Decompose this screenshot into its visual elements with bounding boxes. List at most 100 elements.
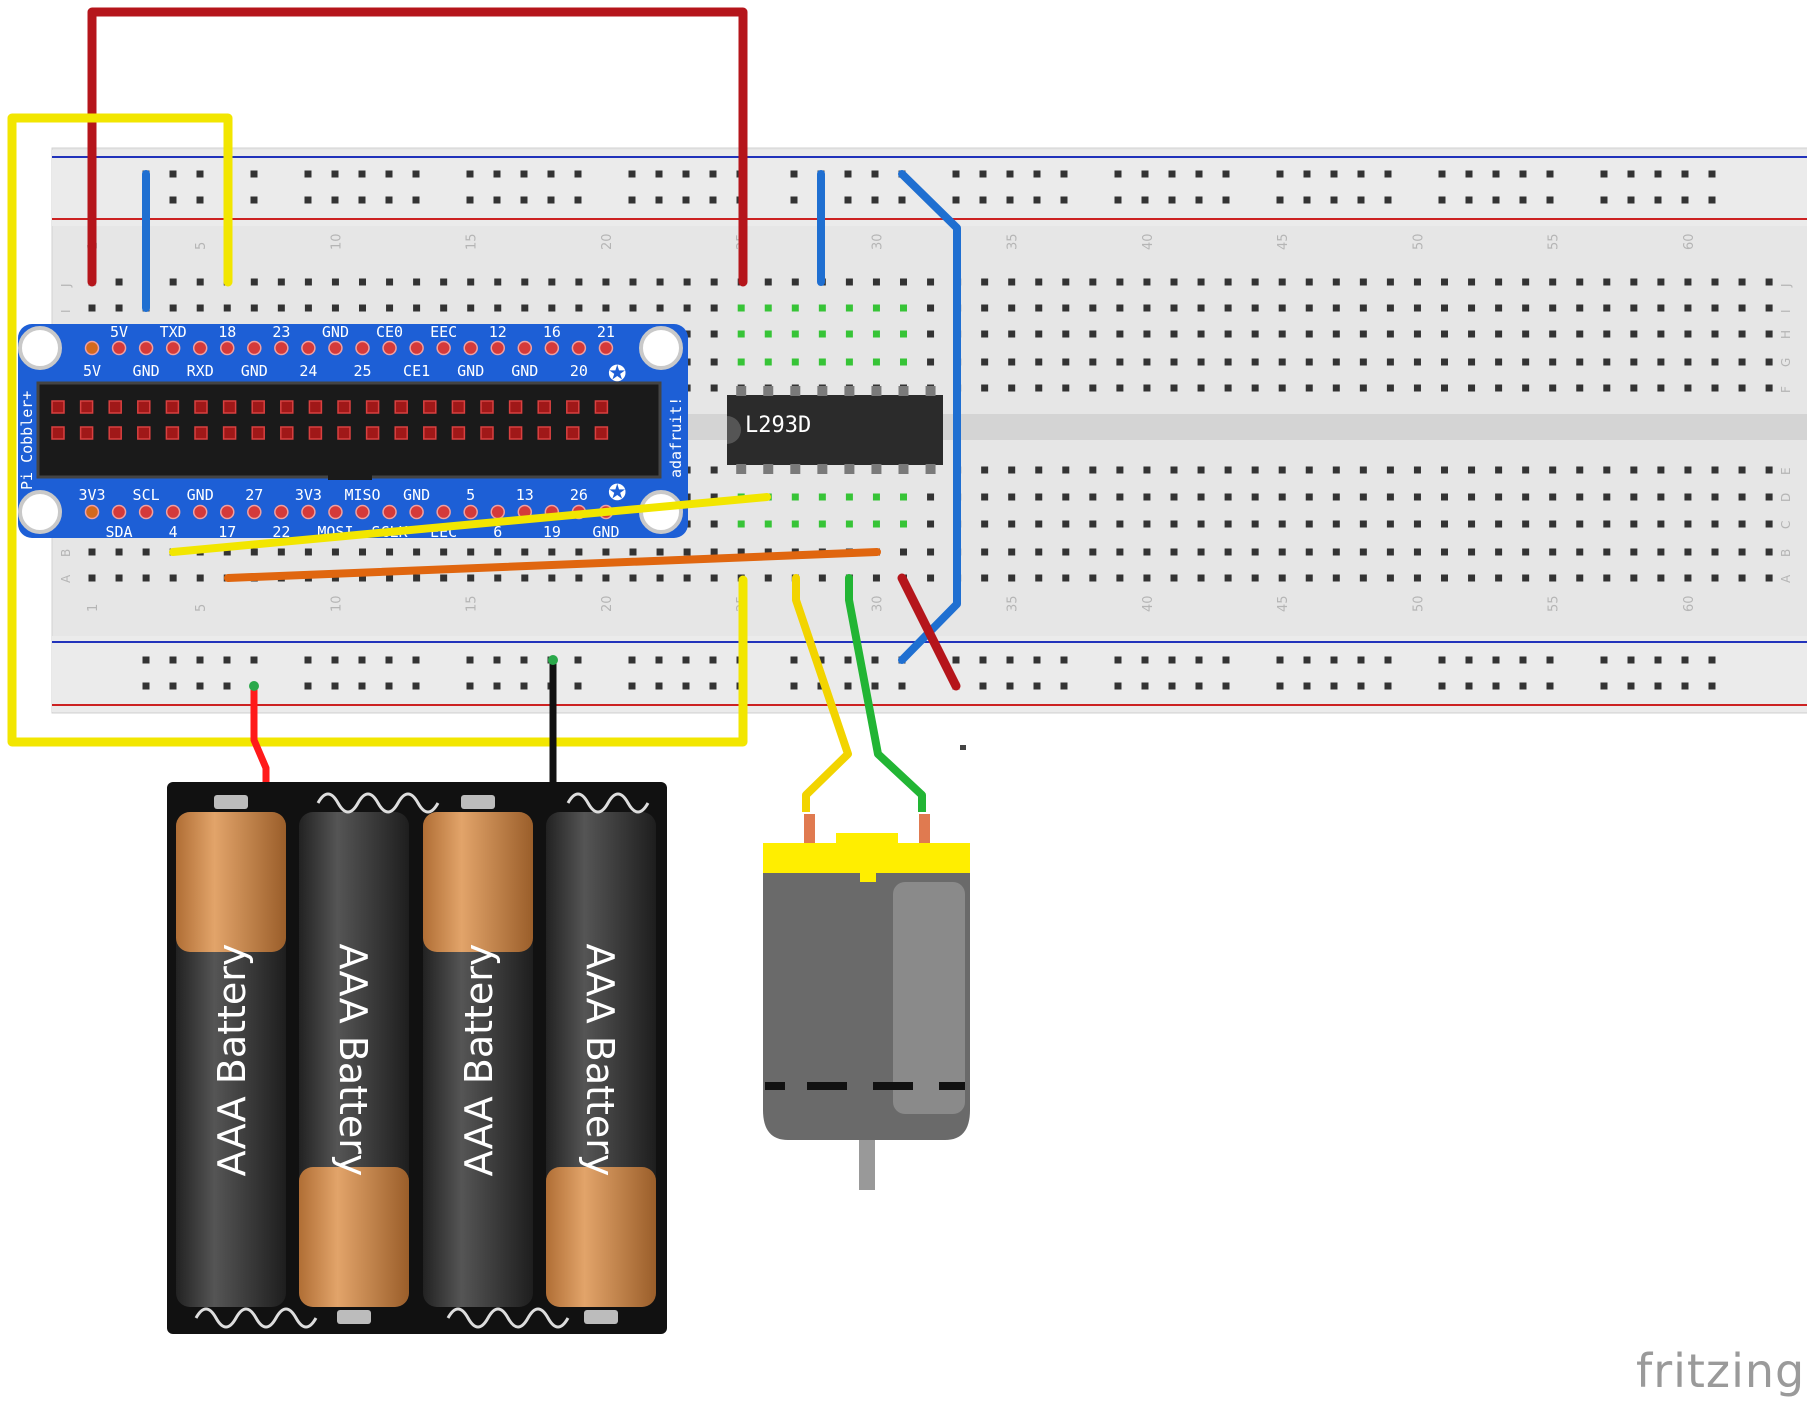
chip-leg	[898, 386, 909, 396]
breadboard-hole	[1630, 548, 1638, 556]
motor-terminal	[917, 812, 932, 848]
rail-hole	[655, 170, 663, 178]
rail-hole	[1546, 682, 1554, 690]
breadboard-hole	[1008, 358, 1016, 366]
rail-hole	[1195, 682, 1203, 690]
breadboard-hole	[1359, 358, 1367, 366]
breadboard-hole	[1630, 358, 1638, 366]
cobbler-mount-hole	[18, 326, 62, 370]
breadboard-hole	[1413, 384, 1421, 392]
breadboard-hole	[1359, 574, 1367, 582]
breadboard-hole	[1495, 493, 1503, 501]
breadboard-hole	[1738, 466, 1746, 474]
breadboard-hole	[359, 304, 366, 312]
header-pin	[251, 426, 265, 440]
breadboard-hole	[277, 278, 285, 286]
cobbler-pin-label: 4	[169, 523, 178, 541]
rail-hole	[1357, 682, 1365, 690]
rail-hole	[1006, 170, 1014, 178]
column-number: 1	[86, 604, 101, 612]
breadboard-hole	[1603, 384, 1611, 392]
breadboard-hole	[1278, 493, 1286, 501]
column-number: 30	[870, 595, 885, 612]
breadboard-hole	[1062, 520, 1070, 528]
rail-hole	[1276, 656, 1284, 664]
rail-hole	[574, 656, 582, 664]
rail-hole	[1600, 682, 1608, 690]
breadboard-hole	[1197, 574, 1205, 582]
breadboard-hole	[1170, 278, 1178, 286]
breadboard-hole	[115, 278, 123, 286]
rail-hole	[1114, 656, 1122, 664]
battery-band	[546, 1167, 656, 1307]
breadboard-hole	[1089, 520, 1097, 528]
breadboard-hole	[1522, 574, 1530, 582]
row-letter: E	[1779, 467, 1793, 475]
breadboard-hole	[467, 574, 475, 582]
breadboard-hole	[1711, 384, 1719, 392]
breadboard-hole	[1143, 520, 1151, 528]
breadboard-hole	[1522, 304, 1530, 312]
breadboard-hole	[900, 520, 907, 528]
breadboard-hole	[764, 520, 772, 528]
breadboard-hole	[1576, 278, 1584, 286]
chip-leg	[871, 464, 882, 474]
breadboard-hole	[981, 278, 989, 286]
breadboard-hole	[1522, 384, 1530, 392]
breadboard-hole	[1143, 278, 1151, 286]
rail-hole	[142, 682, 150, 690]
cobbler-pin	[355, 340, 370, 356]
rail-hole	[196, 196, 204, 204]
cobbler-pin	[436, 504, 451, 520]
breadboard-hole	[1278, 574, 1286, 582]
breadboard-hole	[1522, 278, 1530, 286]
breadboard-hole	[1603, 466, 1611, 474]
breadboard-hole	[1522, 493, 1530, 501]
rail-hole	[358, 196, 366, 204]
header-pin	[79, 426, 94, 440]
motor-endcap-tab	[836, 833, 898, 855]
header-pin	[394, 400, 408, 414]
header-pin	[451, 400, 466, 414]
breadboard-hole	[1495, 358, 1503, 366]
breadboard-hole	[845, 304, 853, 312]
cobbler-pin	[138, 340, 154, 356]
breadboard-hole	[1468, 304, 1476, 312]
breadboard-hole	[1305, 493, 1313, 501]
rail-hole	[412, 656, 420, 664]
column-number: 20	[600, 595, 615, 612]
breadboard-hole	[981, 574, 989, 582]
breadboard-hole	[818, 330, 826, 338]
breadboard-hole	[737, 548, 745, 556]
rail-hole	[1033, 682, 1041, 690]
breadboard-hole	[1630, 304, 1638, 312]
cobbler-pin	[138, 504, 154, 520]
breadboard-hole	[1576, 384, 1584, 392]
breadboard-hole	[1495, 520, 1503, 528]
rail-hole	[196, 656, 204, 664]
breadboard-hole	[1738, 278, 1746, 286]
rail-hole	[1168, 682, 1176, 690]
breadboard-hole	[1576, 330, 1584, 338]
breadboard-hole	[1549, 520, 1557, 528]
breadboard-hole	[1305, 574, 1313, 582]
rail-hole	[1654, 196, 1662, 204]
chip-leg	[790, 464, 801, 474]
column-number: 20	[600, 233, 615, 250]
breadboard-hole	[1062, 466, 1070, 474]
breadboard-hole	[1468, 330, 1476, 338]
yellow-wire-gpio4	[169, 493, 771, 556]
breadboard-hole	[1765, 278, 1773, 286]
green-wire-motor	[845, 574, 926, 826]
breadboard-hole	[386, 278, 394, 286]
rail-hole	[1384, 170, 1392, 178]
rail-hole	[1168, 170, 1176, 178]
rail-hole	[1492, 170, 1500, 178]
header-pin	[480, 426, 494, 440]
breadboard-hole	[467, 304, 475, 312]
breadboard-hole	[1008, 278, 1016, 286]
cobbler-pin-label: GND	[511, 362, 538, 380]
breadboard-hole	[1576, 358, 1584, 366]
rail-hole	[1384, 682, 1392, 690]
